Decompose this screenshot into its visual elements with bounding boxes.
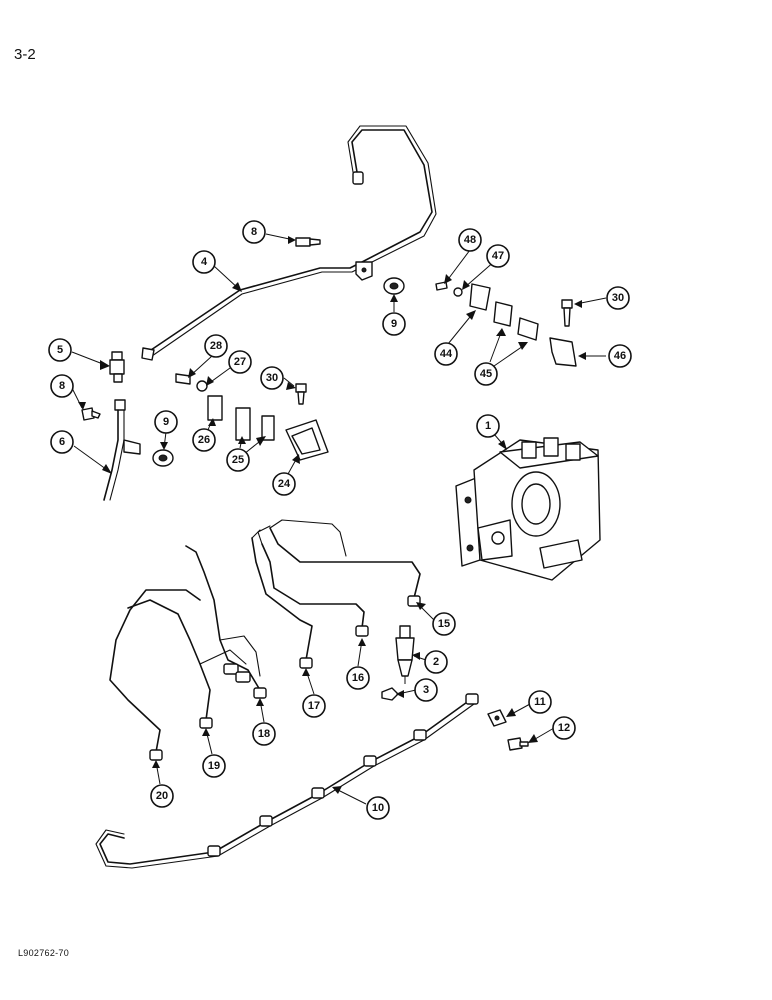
svg-text:30: 30 (266, 372, 278, 384)
callout-2: 2 (424, 650, 448, 674)
callout-8-upper: 8 (242, 220, 266, 244)
callout-18: 18 (252, 722, 276, 746)
return-pipe-part-4 (141, 125, 437, 361)
callout-20: 20 (150, 784, 174, 808)
bracket-cluster-right (435, 281, 577, 367)
svg-text:28: 28 (210, 340, 222, 352)
svg-text:11: 11 (534, 696, 546, 708)
injector-part-2 (395, 625, 415, 684)
svg-text:17: 17 (308, 700, 320, 712)
callout-1: 1 (476, 414, 500, 438)
hardware-group-center (175, 373, 307, 405)
clamp-part-45-b (517, 317, 539, 341)
bolt-part-30-right-head (561, 299, 573, 309)
svg-text:15: 15 (438, 618, 450, 630)
callout-26: 26 (192, 428, 216, 452)
clamp-part-25-a (235, 407, 251, 441)
callout-28: 28 (204, 334, 228, 358)
grommet-part-9-lower (152, 449, 174, 467)
callout-27: 27 (228, 350, 252, 374)
callout-19: 19 (202, 754, 226, 778)
bolt-part-28 (175, 373, 191, 385)
screw-part-48 (435, 281, 448, 291)
grommet-part-9-upper (383, 277, 405, 295)
callout-46: 46 (608, 344, 632, 368)
pipe-part-6 (103, 399, 141, 501)
callout-24: 24 (272, 472, 296, 496)
svg-text:2: 2 (433, 656, 439, 668)
svg-text:44: 44 (440, 348, 453, 360)
svg-text:12: 12 (558, 722, 570, 734)
svg-text:18: 18 (258, 728, 270, 740)
clamp-part-44 (469, 283, 491, 311)
svg-text:27: 27 (234, 356, 246, 368)
callout-4: 4 (192, 250, 216, 274)
svg-text:4: 4 (201, 256, 208, 268)
figure-reference-code: L902762-70 (18, 948, 70, 958)
callout-48: 48 (458, 228, 482, 252)
bolt-part-8-lower (81, 407, 101, 421)
svg-text:16: 16 (352, 672, 364, 684)
union-part-5 (109, 351, 125, 383)
callout-3: 3 (414, 678, 438, 702)
svg-text:48: 48 (464, 234, 476, 246)
svg-text:3: 3 (423, 684, 429, 696)
callout-16: 16 (346, 666, 370, 690)
callout-30-center: 30 (260, 366, 284, 390)
callout-10: 10 (366, 796, 390, 820)
callout-15: 15 (432, 612, 456, 636)
svg-text:24: 24 (278, 478, 291, 490)
clamp-part-26 (207, 395, 223, 421)
callout-11: 11 (528, 690, 552, 714)
svg-text:1: 1 (485, 420, 491, 432)
svg-text:19: 19 (208, 760, 220, 772)
clamp-part-25-b (261, 415, 275, 441)
injection-pump-part-1 (455, 437, 601, 581)
svg-text:45: 45 (480, 368, 492, 380)
callout-44: 44 (434, 342, 458, 366)
svg-text:10: 10 (372, 802, 384, 814)
injector-pipes-bundle (109, 519, 421, 761)
bracket-part-46 (549, 337, 577, 367)
callout-9-upper: 9 (382, 312, 406, 336)
callout-9-lower: 9 (154, 410, 178, 434)
svg-text:9: 9 (163, 416, 169, 428)
callout-6: 6 (50, 430, 74, 454)
svg-text:46: 46 (614, 350, 626, 362)
svg-text:5: 5 (57, 344, 63, 356)
nut-part-3 (381, 687, 399, 701)
callout-30-right: 30 (606, 286, 630, 310)
washer-part-11 (487, 709, 507, 727)
bolt-part-8-upper (295, 237, 321, 247)
svg-text:25: 25 (232, 454, 244, 466)
callout-12: 12 (552, 716, 576, 740)
page-number: 3-2 (14, 46, 36, 63)
svg-text:47: 47 (492, 250, 504, 262)
svg-text:26: 26 (198, 434, 210, 446)
callout-17: 17 (302, 694, 326, 718)
svg-text:6: 6 (59, 436, 65, 448)
clamp-group-center (207, 395, 329, 461)
bolt-part-12 (507, 737, 529, 751)
leak-off-pipe-part-10 (95, 693, 479, 869)
callout-45: 45 (474, 362, 498, 386)
nut-part-27 (196, 380, 208, 392)
svg-text:20: 20 (156, 790, 168, 802)
svg-text:8: 8 (59, 380, 65, 392)
callout-8-lower: 8 (50, 374, 74, 398)
callout-47: 47 (486, 244, 510, 268)
bolt-part-30-center-head (295, 383, 307, 393)
svg-text:8: 8 (251, 226, 257, 238)
svg-text:9: 9 (391, 318, 397, 330)
svg-text:30: 30 (612, 292, 624, 304)
washer-part-47 (453, 287, 463, 297)
clamp-part-45-a (493, 301, 513, 327)
callout-25: 25 (226, 448, 250, 472)
callout-5: 5 (48, 338, 72, 362)
